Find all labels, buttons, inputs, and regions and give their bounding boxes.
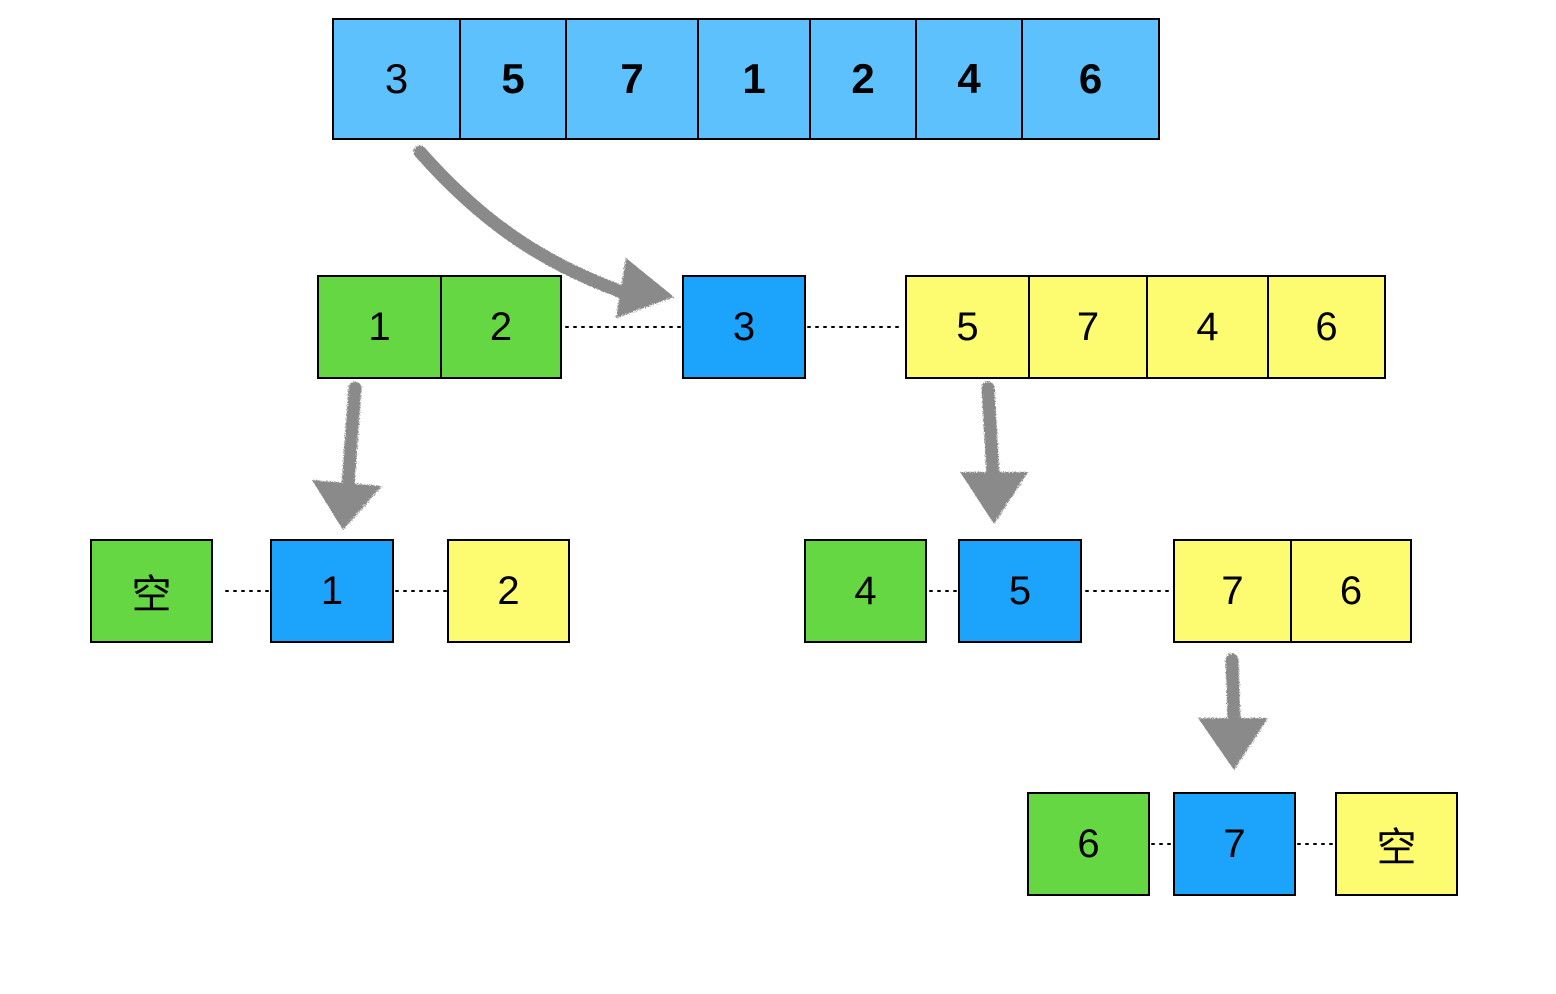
arrowhead <box>960 472 1028 524</box>
array-cell: 6 <box>1021 18 1160 140</box>
level2-right-partition: 7 6 <box>1173 539 1412 643</box>
partition-cell: 6 <box>1267 275 1386 379</box>
array-cell: 3 <box>332 18 459 140</box>
curved-arrow <box>413 145 629 299</box>
level3-left: 6 <box>1027 792 1150 896</box>
level1-left-partition: 1 2 <box>317 275 562 379</box>
level2-right-left: 4 <box>804 539 927 643</box>
array-cell: 5 <box>459 18 565 140</box>
level2-left-right: 2 <box>447 539 570 643</box>
partition-cell: 7 <box>1028 275 1146 379</box>
level3-right-empty: 空 <box>1335 792 1458 896</box>
array-cell: 1 <box>697 18 809 140</box>
partition-cell: 5 <box>905 275 1028 379</box>
partition-cell: 2 <box>440 275 562 379</box>
partition-cell: 1 <box>317 275 440 379</box>
level2-right-pivot: 5 <box>958 539 1082 643</box>
partition-cell: 4 <box>1146 275 1267 379</box>
level3-pivot: 7 <box>1173 792 1296 896</box>
down-arrow <box>341 381 362 493</box>
original-array: 3 5 7 1 2 4 6 <box>332 18 1160 140</box>
partition-cell: 6 <box>1290 539 1412 643</box>
level1-right-partition: 5 7 4 6 <box>905 275 1386 379</box>
level2-left-empty: 空 <box>90 539 213 643</box>
arrowhead <box>312 480 382 530</box>
down-arrow <box>981 381 1000 481</box>
arrowhead <box>616 258 674 318</box>
down-arrow <box>1225 653 1241 725</box>
array-cell: 7 <box>565 18 697 140</box>
level2-left-pivot: 1 <box>270 539 394 643</box>
partition-cell: 7 <box>1173 539 1290 643</box>
array-cell: 2 <box>809 18 915 140</box>
level1-pivot: 3 <box>682 275 806 379</box>
array-cell: 4 <box>915 18 1021 140</box>
arrowhead <box>1198 718 1268 770</box>
